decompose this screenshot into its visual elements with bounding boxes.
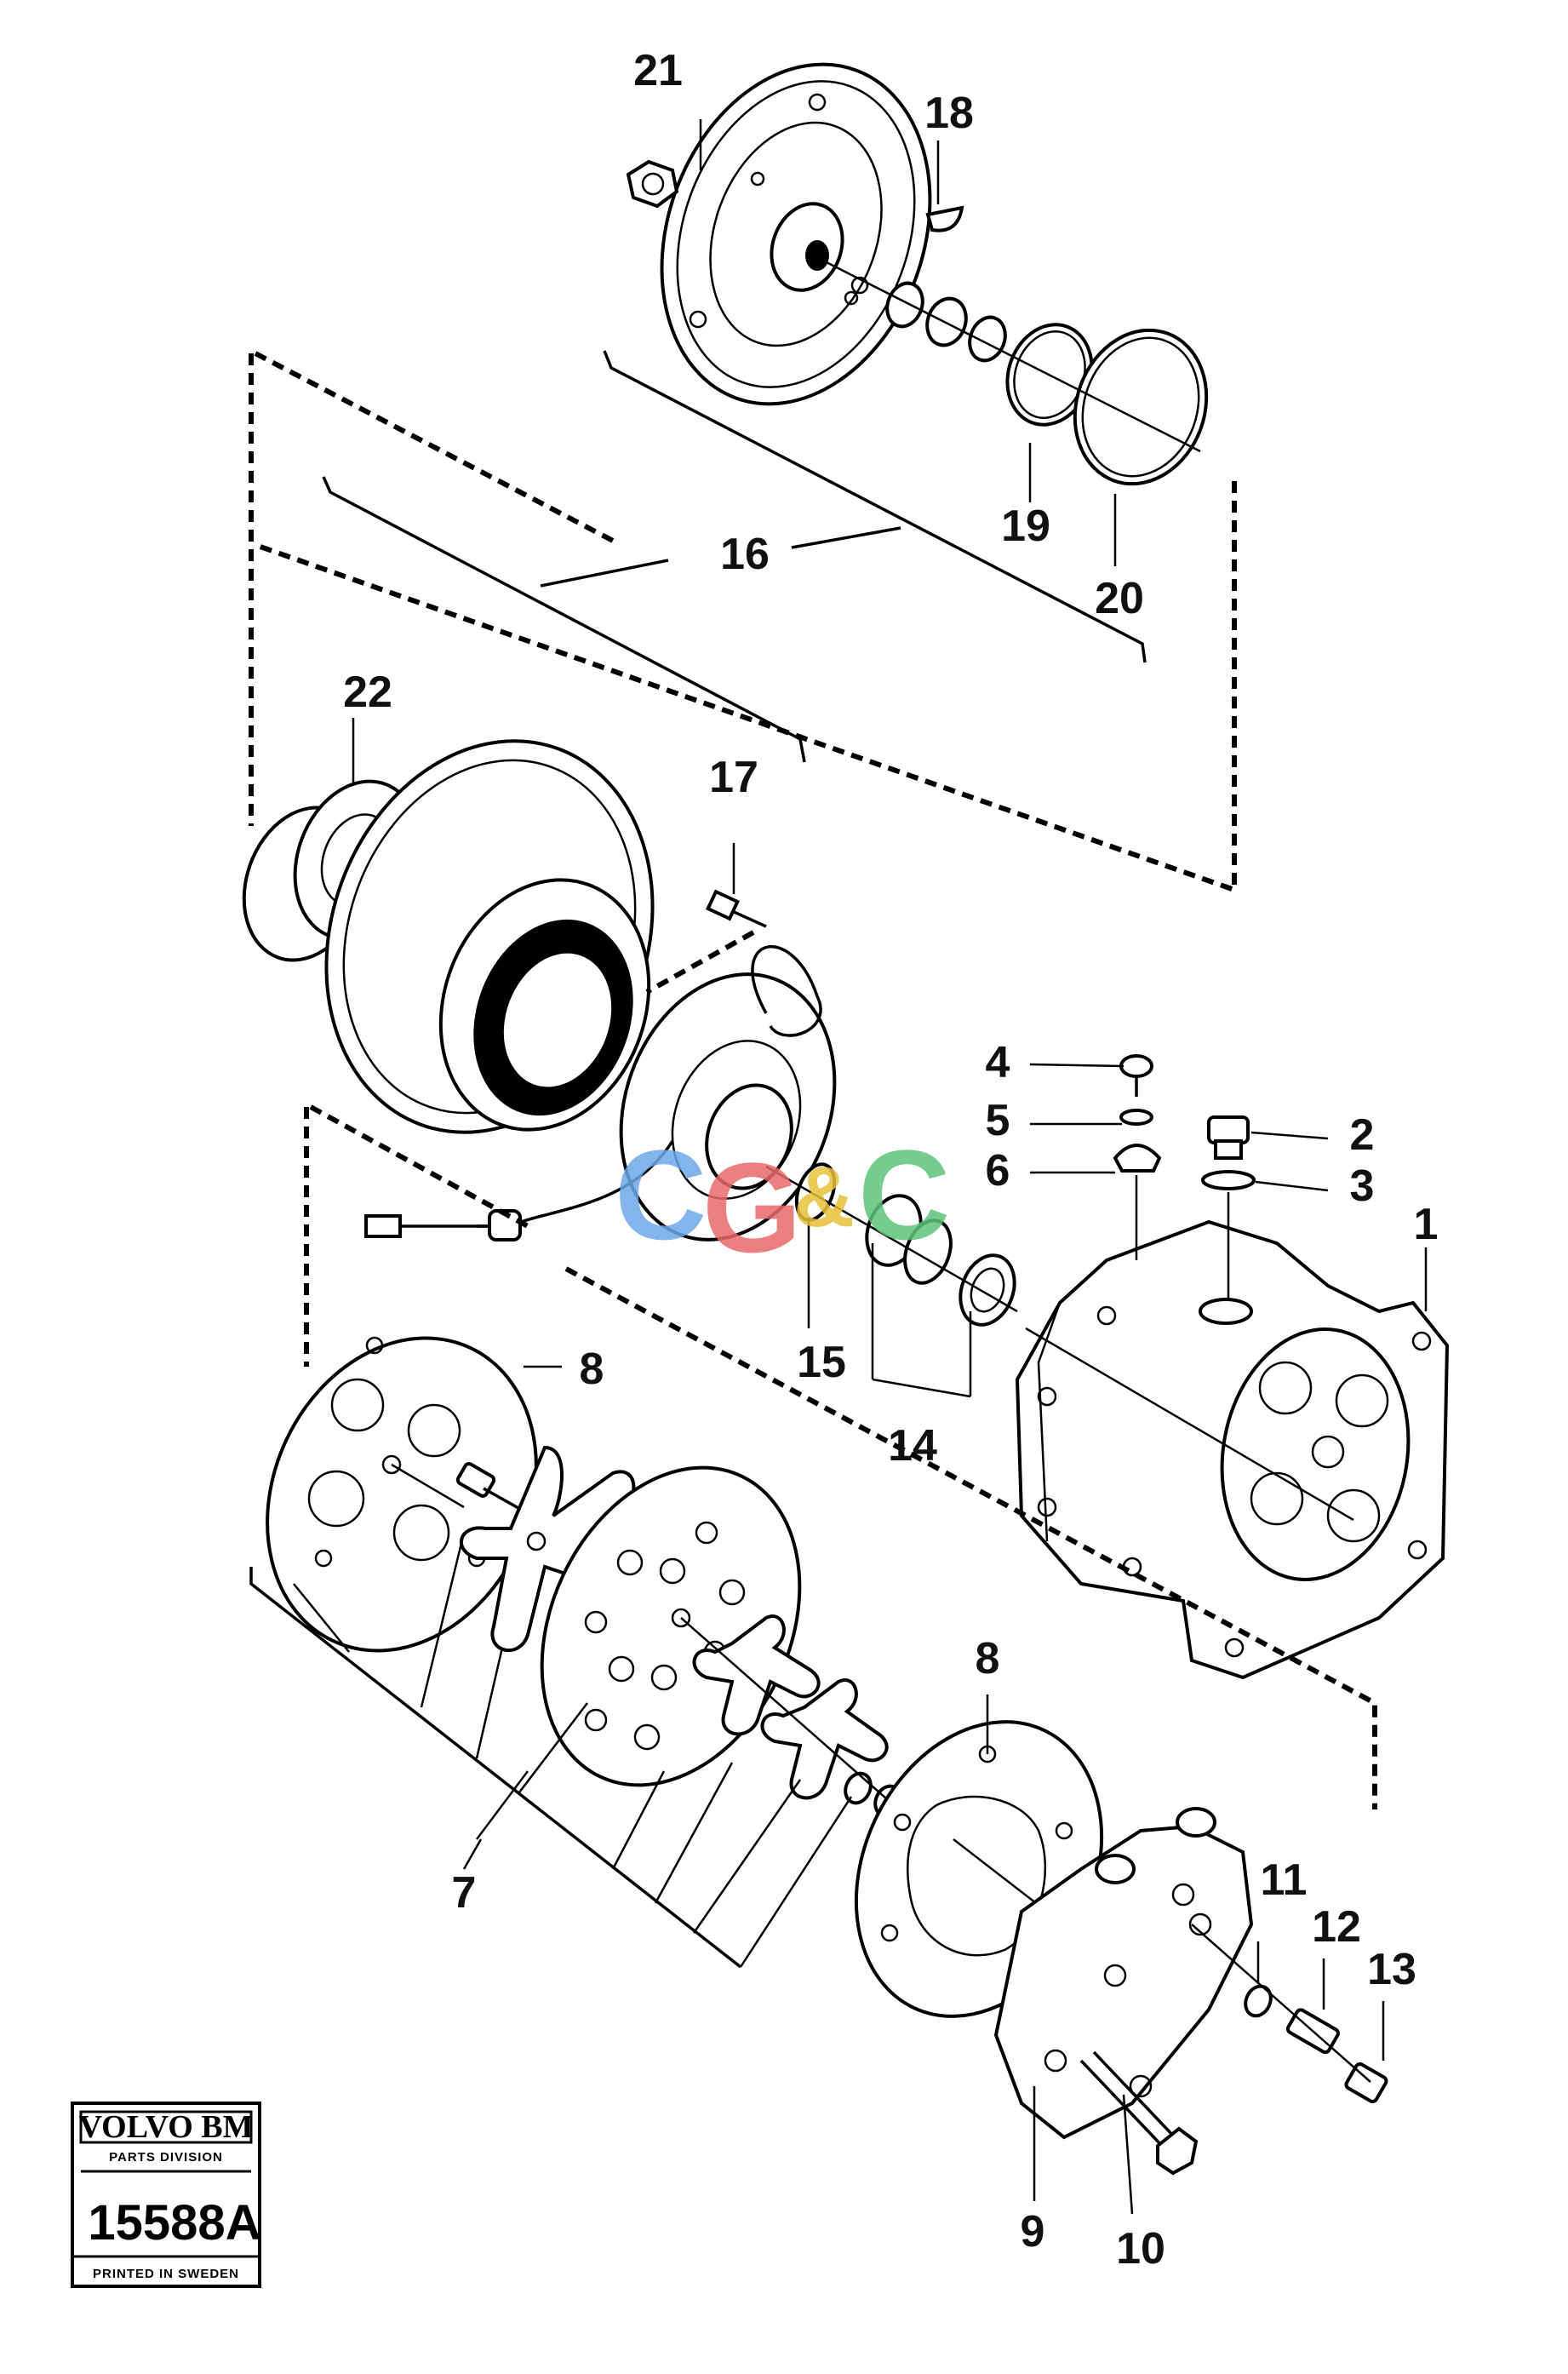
label-16: 16 — [720, 530, 770, 579]
label-8-upper: 8 — [580, 1345, 604, 1394]
label-21: 21 — [633, 46, 683, 95]
label-11: 11 — [1261, 1855, 1308, 1905]
label-2: 2 — [1350, 1110, 1375, 1160]
title-box-division: PARTS DIVISION — [109, 2150, 223, 2165]
bolt-10 — [1079, 2050, 1199, 2176]
label-10: 10 — [1116, 2224, 1165, 2274]
clutch-front-plate — [660, 62, 932, 406]
bolt-washer-clamp-4-5-6 — [1113, 1054, 1162, 1260]
label-8-lower: 8 — [976, 1634, 1000, 1683]
title-box: VOLVO BM PARTS DIVISION 15588A PRINTED I… — [71, 2102, 261, 2288]
title-box-printed: PRINTED IN SWEDEN — [93, 2267, 239, 2281]
label-13: 13 — [1367, 1945, 1416, 1994]
label-1: 1 — [1414, 1200, 1439, 1249]
label-19: 19 — [1001, 502, 1050, 551]
hex-nut-21 — [626, 159, 679, 209]
label-5: 5 — [986, 1096, 1010, 1145]
label-3: 3 — [1350, 1161, 1375, 1211]
label-9: 9 — [1021, 2207, 1045, 2256]
label-4: 4 — [986, 1038, 1010, 1087]
valve-11-12-13 — [1244, 1958, 1388, 2104]
screw-17 — [706, 843, 767, 928]
label-6: 6 — [986, 1146, 1010, 1196]
cylinder-head-9 — [993, 1807, 1254, 2140]
watermark-letter-1: C — [615, 1123, 707, 1266]
label-20: 20 — [1095, 574, 1144, 623]
label-22: 22 — [343, 668, 392, 717]
label-12: 12 — [1312, 1902, 1361, 1952]
coil-connector-wire — [364, 1209, 522, 1241]
watermark-letter-2: G — [702, 1136, 802, 1279]
title-box-brand: VOLVO BM — [78, 2109, 253, 2145]
label-15: 15 — [797, 1338, 846, 1387]
label-18: 18 — [924, 89, 974, 138]
reed-valve-stars-lower — [692, 1614, 889, 1800]
title-box-number: 15588A — [88, 2195, 260, 2251]
woodruff-key-18 — [925, 205, 964, 232]
watermark-letter-3: & — [793, 1150, 855, 1245]
watermark-letter-4: C — [858, 1123, 950, 1266]
field-coil — [510, 945, 837, 1241]
pulley-rotor — [324, 739, 655, 1134]
label-14: 14 — [888, 1421, 937, 1471]
label-17: 17 — [709, 753, 758, 802]
watermark-logo: C G & C — [615, 1123, 950, 1279]
service-port-2-3 — [1201, 1115, 1256, 1299]
snap-ring-20 — [1073, 328, 1209, 486]
label-7: 7 — [452, 1868, 477, 1918]
part-labels: 1 2 3 4 5 6 7 8 8 9 10 11 12 13 14 15 16… — [343, 46, 1438, 2274]
